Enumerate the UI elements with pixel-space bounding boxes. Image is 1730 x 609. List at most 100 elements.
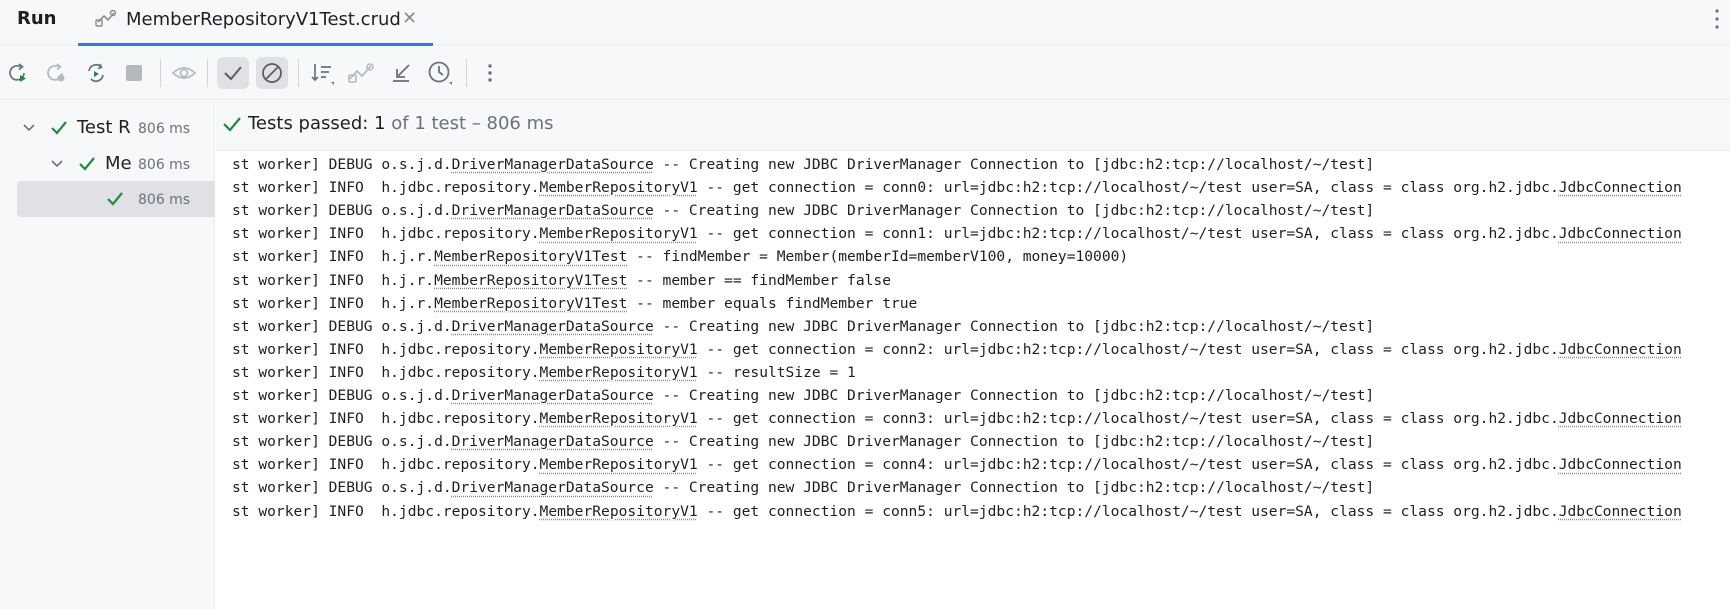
class-link[interactable]: JdbcConnection xyxy=(1558,179,1682,197)
more-icon xyxy=(488,64,492,82)
tab-member-repository-crud[interactable]: MemberRepositoryV1Test.crud ✕ xyxy=(78,0,433,46)
show-ignored-button[interactable] xyxy=(256,57,288,89)
toolbar-separator xyxy=(160,59,161,87)
show-passed-eye-icon xyxy=(171,67,197,79)
more-vertical-icon[interactable] xyxy=(1714,6,1720,32)
log-prefix: st worker] DEBUG o.s.j.d. xyxy=(232,317,452,335)
history-button[interactable] xyxy=(424,57,456,89)
class-link[interactable]: JdbcConnection xyxy=(1558,340,1682,358)
log-message: -- member == findMember false xyxy=(627,271,891,289)
log-prefix: st worker] INFO h.jdbc.repository. xyxy=(232,502,540,520)
rerun-button[interactable] xyxy=(2,57,34,89)
console-line: st worker] INFO h.jdbc.repository.Member… xyxy=(232,221,1682,246)
toolbar-separator xyxy=(466,59,467,87)
log-message: -- Creating new JDBC DriverManager Conne… xyxy=(653,387,1375,404)
test-tree: Test R 806 ms Me 806 ms 806 ms xyxy=(0,101,215,609)
log-prefix: st worker] DEBUG o.s.j.d. xyxy=(232,202,452,220)
class-link[interactable]: DriverManagerDataSource xyxy=(451,387,654,404)
console-line: st worker] INFO h.j.r.MemberRepositoryV1… xyxy=(232,268,891,293)
log-prefix: st worker] DEBUG o.s.j.d. xyxy=(232,156,452,173)
class-link[interactable]: JdbcConnection xyxy=(1558,502,1682,520)
log-message: -- get connection = conn1: url=jdbc:h2:t… xyxy=(697,225,1559,243)
passed-check-icon xyxy=(51,121,67,135)
tests-passed-summary: Tests passed: 1 of 1 test – 806 ms xyxy=(248,113,554,134)
class-link[interactable]: MemberRepositoryV1Test xyxy=(434,248,628,266)
log-message: -- member equals findMember true xyxy=(627,294,918,312)
console-line: st worker] INFO h.jdbc.repository.Member… xyxy=(232,337,1682,362)
import-tests-icon xyxy=(348,63,374,83)
log-message: -- get connection = conn3: url=jdbc:h2:t… xyxy=(697,410,1559,428)
toggle-auto-test-button[interactable] xyxy=(80,57,112,89)
log-prefix: st worker] DEBUG o.s.j.d. xyxy=(232,387,452,404)
class-link[interactable]: JdbcConnection xyxy=(1558,456,1682,474)
passed-check-icon xyxy=(223,117,241,132)
rerun-failed-button[interactable] xyxy=(40,57,72,89)
history-icon xyxy=(428,61,452,85)
class-link[interactable]: JdbcConnection xyxy=(1558,225,1682,243)
class-link[interactable]: MemberRepositoryV1 xyxy=(539,225,698,243)
class-link[interactable]: DriverManagerDataSource xyxy=(451,479,654,497)
log-message: -- get connection = conn0: url=jdbc:h2:t… xyxy=(697,179,1559,197)
class-link[interactable]: DriverManagerDataSource xyxy=(451,433,654,451)
tests-passed-count: 1 xyxy=(374,113,386,134)
collapse-button[interactable] xyxy=(385,57,417,89)
class-link[interactable]: MemberRepositoryV1 xyxy=(539,363,698,381)
run-toolbar xyxy=(0,47,1730,100)
class-link[interactable]: MemberRepositoryV1Test xyxy=(434,271,628,289)
tree-item-label: Test R xyxy=(77,117,131,138)
class-link[interactable]: MemberRepositoryV1 xyxy=(539,502,698,520)
console-line: st worker] DEBUG o.s.j.d.DriverManagerDa… xyxy=(232,383,1374,408)
tree-item-duration: 806 ms xyxy=(138,157,191,173)
console-output[interactable]: st worker] DEBUG o.s.j.d.DriverManagerDa… xyxy=(218,152,1730,609)
console-line: st worker] INFO h.jdbc.repository.Member… xyxy=(232,452,1682,477)
class-link[interactable]: MemberRepositoryV1Test xyxy=(434,294,628,312)
log-message: -- Creating new JDBC DriverManager Conne… xyxy=(653,156,1375,173)
console-line: st worker] DEBUG o.s.j.d.DriverManagerDa… xyxy=(232,429,1374,454)
show-passed-check-icon xyxy=(224,66,242,81)
import-tests-button[interactable] xyxy=(345,57,377,89)
tests-passed-label: Tests passed: xyxy=(248,113,369,134)
class-link[interactable]: DriverManagerDataSource xyxy=(451,202,654,220)
log-prefix: st worker] INFO h.jdbc.repository. xyxy=(232,179,540,197)
log-prefix: st worker] INFO h.jdbc.repository. xyxy=(232,410,540,428)
chevron-down-icon[interactable] xyxy=(50,157,64,171)
sort-icon xyxy=(311,64,334,85)
log-message: -- findMember = Member(memberId=memberV1… xyxy=(627,248,1129,266)
show-passed-button[interactable] xyxy=(217,57,249,89)
console-line: st worker] INFO h.jdbc.repository.Member… xyxy=(232,499,1682,524)
class-link[interactable]: MemberRepositoryV1 xyxy=(539,456,698,474)
class-link[interactable]: MemberRepositoryV1 xyxy=(539,410,698,428)
log-message: -- get connection = conn5: url=jdbc:h2:t… xyxy=(697,502,1559,520)
log-prefix: st worker] INFO h.jdbc.repository. xyxy=(232,340,540,358)
passed-check-icon xyxy=(79,157,95,171)
log-prefix: st worker] INFO h.j.r. xyxy=(232,248,435,266)
tree-item-test-class[interactable]: Test R 806 ms xyxy=(0,110,215,146)
tab-title: MemberRepositoryV1Test.crud xyxy=(126,9,401,30)
show-passed-eye-button[interactable] xyxy=(168,57,200,89)
more-button[interactable] xyxy=(474,57,506,89)
log-message: -- get connection = conn4: url=jdbc:h2:t… xyxy=(697,456,1559,474)
console-line: st worker] DEBUG o.s.j.d.DriverManagerDa… xyxy=(232,475,1374,500)
class-link[interactable]: DriverManagerDataSource xyxy=(451,156,654,173)
class-link[interactable]: DriverManagerDataSource xyxy=(451,317,654,335)
close-tab-icon[interactable]: ✕ xyxy=(402,8,418,29)
console-line: st worker] DEBUG o.s.j.d.DriverManagerDa… xyxy=(232,198,1374,223)
passed-check-icon xyxy=(107,192,123,206)
sort-button[interactable] xyxy=(306,57,338,89)
class-link[interactable]: MemberRepositoryV1 xyxy=(539,179,698,197)
class-link[interactable]: MemberRepositoryV1 xyxy=(539,340,698,358)
tree-item-test-suite[interactable]: Me 806 ms xyxy=(0,146,215,182)
log-prefix: st worker] INFO h.jdbc.repository. xyxy=(232,225,540,243)
toolbar-separator xyxy=(207,59,208,87)
stop-button[interactable] xyxy=(118,57,150,89)
chevron-down-icon[interactable] xyxy=(22,121,36,135)
rerun-failed-icon xyxy=(47,63,65,82)
tree-item-duration: 806 ms xyxy=(138,192,191,208)
tool-window-header: Run MemberRepositoryV1Test.crud ✕ xyxy=(0,0,1730,46)
active-tab-indicator xyxy=(78,43,433,46)
log-message: -- resultSize = 1 xyxy=(697,363,856,381)
log-message: -- get connection = conn2: url=jdbc:h2:t… xyxy=(697,340,1559,358)
class-link[interactable]: JdbcConnection xyxy=(1558,410,1682,428)
tree-item-test-method[interactable]: 806 ms xyxy=(17,181,215,217)
console-line: st worker] INFO h.jdbc.repository.Member… xyxy=(232,175,1682,200)
